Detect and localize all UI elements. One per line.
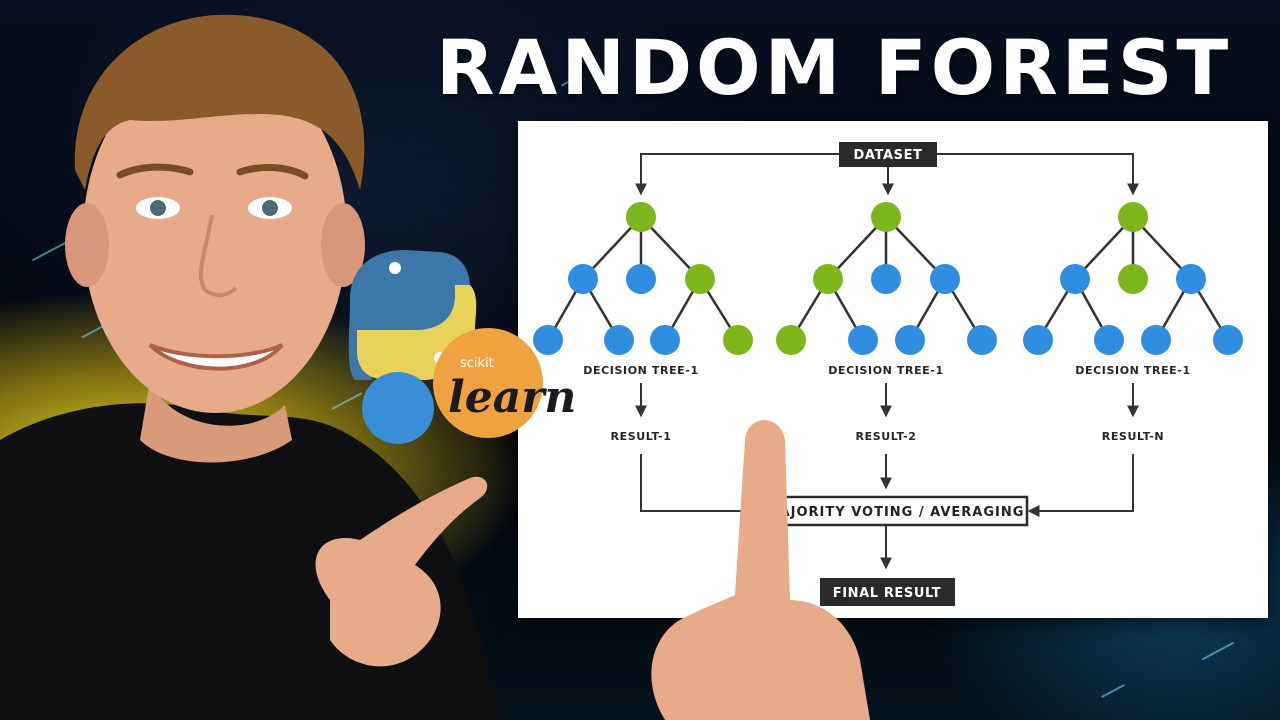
- left-eyebrow: [116, 163, 194, 179]
- tree-2-node: [813, 264, 843, 294]
- tree-n-label: DECISION TREE-1: [1075, 364, 1190, 377]
- tree-n-leaf: [1213, 325, 1243, 355]
- learn-text: learn: [448, 372, 576, 423]
- tree-2-root-node: [871, 202, 901, 232]
- scikit-learn-logo-icon: scikit learn: [362, 328, 576, 444]
- tree-n-root-node: [1118, 202, 1148, 232]
- left-pointing-hand: [315, 476, 488, 667]
- right-iris: [262, 200, 278, 216]
- right-eyebrow: [236, 163, 309, 180]
- tree-1-root-node: [626, 202, 656, 232]
- right-ear: [321, 203, 365, 287]
- scikit-text: scikit: [460, 356, 494, 371]
- tree-2-label: DECISION TREE-1: [828, 364, 943, 377]
- decision-tree-2: DECISION TREE-1: [776, 202, 997, 377]
- smile: [148, 343, 284, 371]
- left-ear: [65, 203, 109, 287]
- tree-n-leaf: [1094, 325, 1124, 355]
- arrow-dataset-treeN: [937, 153, 1139, 196]
- tree-n-leaf: [1023, 325, 1053, 355]
- tree-n-node: [1060, 264, 1090, 294]
- tree-1-leaf: [723, 325, 753, 355]
- final-result-node: FINAL RESULT: [820, 578, 955, 606]
- hair: [74, 14, 365, 190]
- face: [83, 57, 347, 413]
- tree-1-label: DECISION TREE-1: [583, 364, 698, 377]
- tree-n-node: [1118, 264, 1148, 294]
- nose: [199, 214, 238, 297]
- neck: [140, 380, 292, 463]
- tree-n-leaf: [1141, 325, 1171, 355]
- tree-2-node: [871, 264, 901, 294]
- thumbnail-title: RANDOM FOREST: [436, 23, 1233, 112]
- final-result-box: [820, 578, 955, 606]
- tree-1-node: [685, 264, 715, 294]
- tree-1-leaf: [533, 325, 563, 355]
- tree-1-leaf: [604, 325, 634, 355]
- dataset-box: [839, 142, 937, 167]
- aggregation-label: AJORITY VOTING / AVERAGING: [780, 505, 1025, 520]
- result-2-label: RESULT-2: [856, 430, 917, 443]
- arrow-resultN-aggregation: [1027, 454, 1134, 517]
- result-1-label: RESULT-1: [611, 430, 672, 443]
- dataset-node: DATASET: [839, 142, 937, 167]
- tree-1-leaf: [650, 325, 680, 355]
- tree-n-node: [1176, 264, 1206, 294]
- final-result-label: FINAL RESULT: [833, 586, 941, 601]
- aggregation-box: [766, 495, 1029, 527]
- tree-2-leaf: [895, 325, 925, 355]
- tree-2-node: [930, 264, 960, 294]
- decision-tree-1: DECISION TREE-1: [533, 202, 753, 377]
- decision-tree-n: DECISION TREE-1: [1023, 202, 1243, 377]
- tree-1-node: [568, 264, 598, 294]
- dataset-label: DATASET: [853, 148, 922, 163]
- diagram-svg: DATASET DECISION TREE-1: [533, 142, 1243, 606]
- arrow-result1-aggregation: [640, 454, 771, 517]
- tree-2-leaf: [967, 325, 997, 355]
- left-iris: [150, 200, 166, 216]
- tree-2-leaf: [848, 325, 878, 355]
- aggregation-node: AJORITY VOTING / AVERAGING: [766, 495, 1029, 527]
- right-pointing-hand: [651, 420, 870, 720]
- tree-1-node: [626, 264, 656, 294]
- result-n-label: RESULT-N: [1102, 430, 1165, 443]
- arrow-dataset-tree1: [635, 153, 839, 196]
- random-forest-diagram: DATASET DECISION TREE-1: [518, 121, 1268, 618]
- tree-2-leaf: [776, 325, 806, 355]
